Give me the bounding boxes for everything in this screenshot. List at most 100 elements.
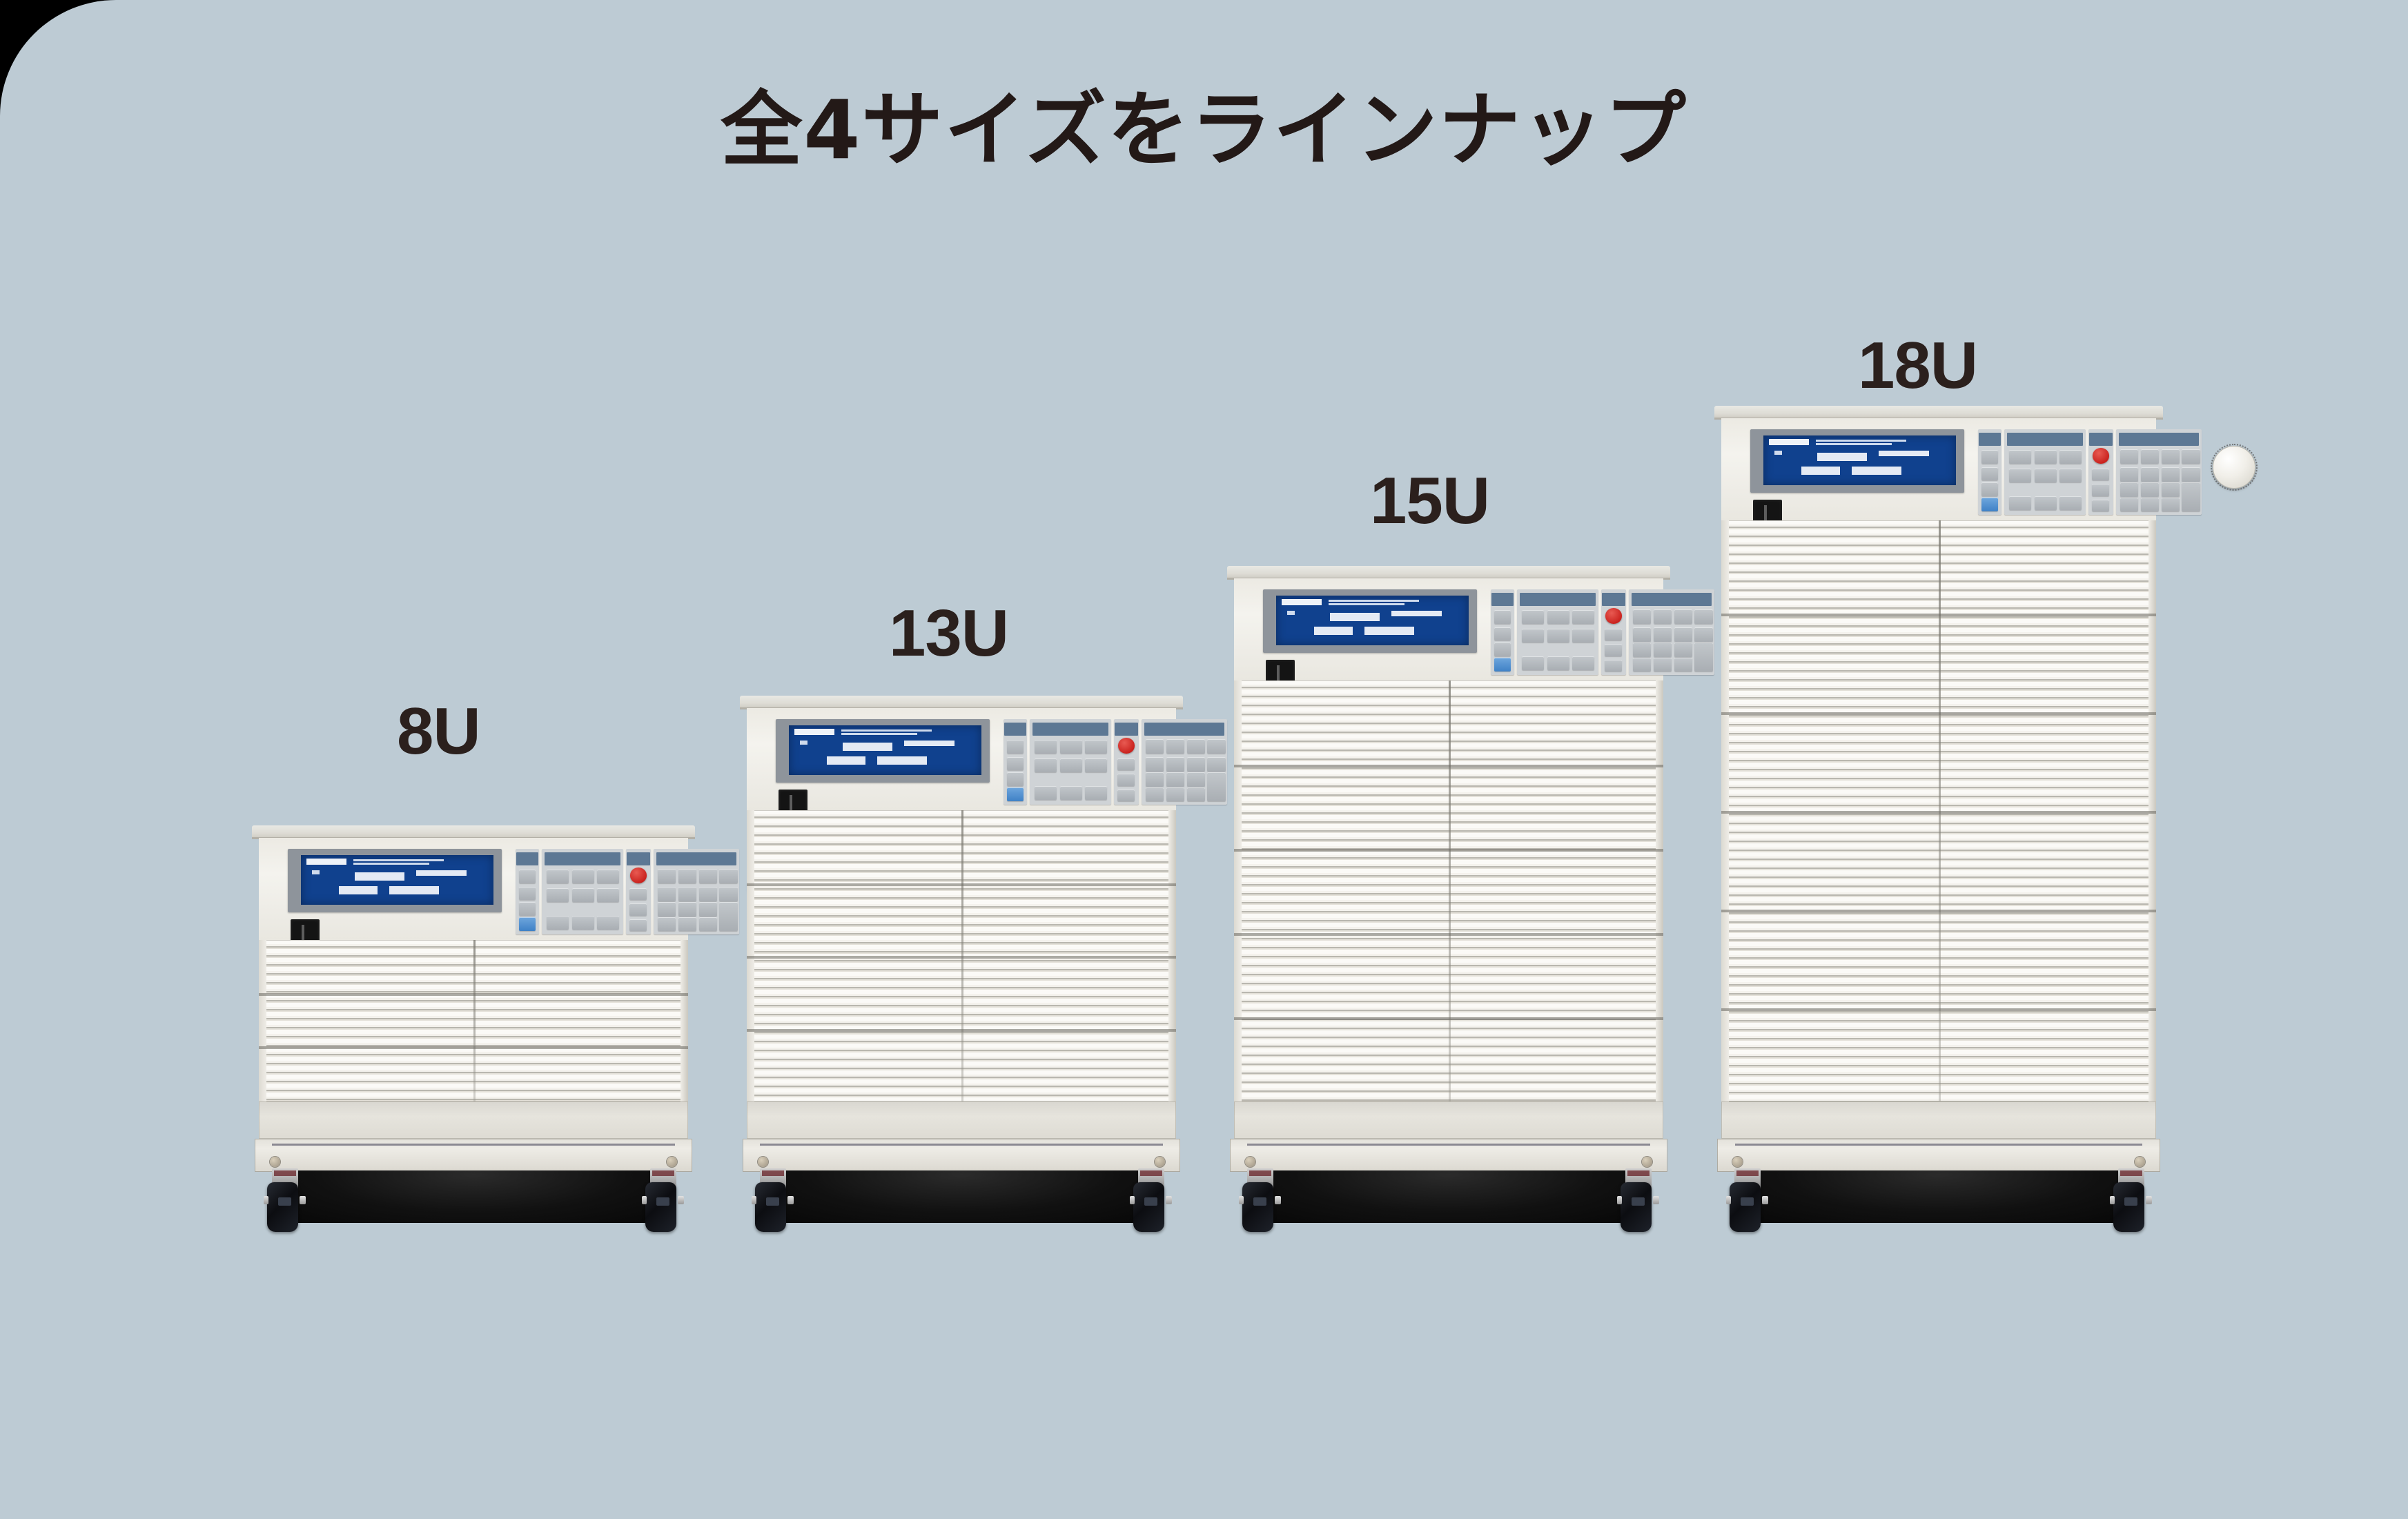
numeric-key[interactable] [2161,449,2180,464]
numeric-key[interactable] [1207,738,1226,754]
numeric-key[interactable] [1186,756,1205,772]
numeric-key[interactable] [2140,498,2159,512]
setup-key[interactable] [571,888,594,902]
output-key[interactable] [629,888,647,901]
numeric-key[interactable] [1146,738,1164,754]
setup-key[interactable] [1522,656,1544,670]
enter-key[interactable] [1207,772,1226,802]
numeric-key[interactable] [2182,449,2200,464]
setup-key[interactable] [1035,785,1057,800]
numeric-key[interactable] [658,901,676,917]
numeric-key[interactable] [678,886,696,901]
numeric-key[interactable] [1146,772,1164,787]
numeric-key[interactable] [1166,772,1184,787]
setup-key[interactable] [2059,469,2082,482]
numeric-key[interactable] [698,901,717,917]
setup-key[interactable] [1522,609,1544,624]
function-key[interactable] [519,869,536,883]
numeric-key[interactable] [2161,482,2180,497]
numeric-key[interactable] [1207,756,1226,772]
setup-key[interactable] [2059,496,2082,510]
output-key[interactable] [629,919,647,932]
numeric-key[interactable] [1633,609,1652,624]
function-key[interactable] [1494,609,1511,624]
setup-key[interactable] [1085,785,1108,800]
numeric-key[interactable] [1674,627,1692,642]
numeric-key[interactable] [1653,642,1672,657]
numeric-key[interactable] [719,886,738,901]
numeric-key[interactable] [1674,658,1692,672]
numeric-key[interactable] [698,886,717,901]
enter-key[interactable] [2182,482,2200,512]
numeric-key[interactable] [1653,627,1672,642]
numeric-key[interactable] [2120,498,2139,512]
setup-key[interactable] [1572,609,1595,624]
emergency-stop-button[interactable] [2092,448,2109,464]
numeric-key[interactable] [1146,787,1164,802]
numeric-key[interactable] [1186,787,1205,802]
numeric-key[interactable] [2182,467,2200,482]
numeric-key[interactable] [1166,787,1184,802]
function-key-active[interactable] [1494,658,1511,672]
setup-key[interactable] [1035,758,1057,772]
output-key[interactable] [1605,659,1623,672]
numeric-key[interactable] [2161,498,2180,512]
function-key[interactable] [519,901,536,916]
numeric-key[interactable] [2120,449,2139,464]
output-key[interactable] [2092,469,2110,481]
numeric-key[interactable] [2161,467,2180,482]
setup-key[interactable] [2034,449,2057,464]
setup-key[interactable] [2034,469,2057,482]
output-key[interactable] [1117,774,1135,786]
setup-key[interactable] [2009,496,2031,510]
numeric-key[interactable] [1146,756,1164,772]
setup-key[interactable] [597,915,620,930]
function-key[interactable] [1981,449,1998,464]
numeric-key[interactable] [2120,482,2139,497]
function-key[interactable] [1494,642,1511,656]
numeric-key[interactable] [678,901,696,917]
function-key-active[interactable] [1007,787,1024,802]
numeric-key[interactable] [678,868,696,883]
emergency-stop-button[interactable] [1117,738,1135,754]
numeric-key[interactable] [2140,449,2159,464]
function-key[interactable] [1981,467,1998,481]
setup-key[interactable] [1547,609,1569,624]
function-key[interactable] [519,886,536,901]
function-key[interactable] [1007,739,1024,754]
numeric-key[interactable] [719,868,738,883]
setup-key[interactable] [547,888,569,902]
numeric-key[interactable] [658,886,676,901]
output-key[interactable] [1605,629,1623,641]
output-key[interactable] [2092,484,2110,496]
numeric-key[interactable] [1166,738,1184,754]
output-key[interactable] [2092,499,2110,512]
numeric-key[interactable] [2140,467,2159,482]
function-key[interactable] [1007,756,1024,771]
setup-key[interactable] [1059,785,1082,800]
output-key[interactable] [1117,758,1135,771]
numeric-key[interactable] [1674,609,1692,624]
numeric-key[interactable] [1653,609,1672,624]
numeric-key[interactable] [1186,738,1205,754]
setup-key[interactable] [571,869,594,883]
setup-key[interactable] [1085,758,1108,772]
numeric-key[interactable] [2120,467,2139,482]
setup-key[interactable] [571,915,594,930]
setup-key[interactable] [1085,739,1108,754]
setup-key[interactable] [2034,496,2057,510]
setup-key[interactable] [2059,449,2082,464]
function-key[interactable] [1981,482,1998,496]
setup-key[interactable] [1572,629,1595,643]
enter-key[interactable] [719,901,738,932]
emergency-stop-button[interactable] [1605,608,1622,624]
setup-key[interactable] [547,869,569,883]
numeric-key[interactable] [678,917,696,932]
function-key[interactable] [1007,772,1024,786]
setup-key[interactable] [1059,739,1082,754]
setup-key[interactable] [1035,739,1057,754]
output-key[interactable] [629,903,647,916]
setup-key[interactable] [2009,469,2031,482]
output-key[interactable] [1605,644,1623,656]
numeric-key[interactable] [1633,658,1652,672]
